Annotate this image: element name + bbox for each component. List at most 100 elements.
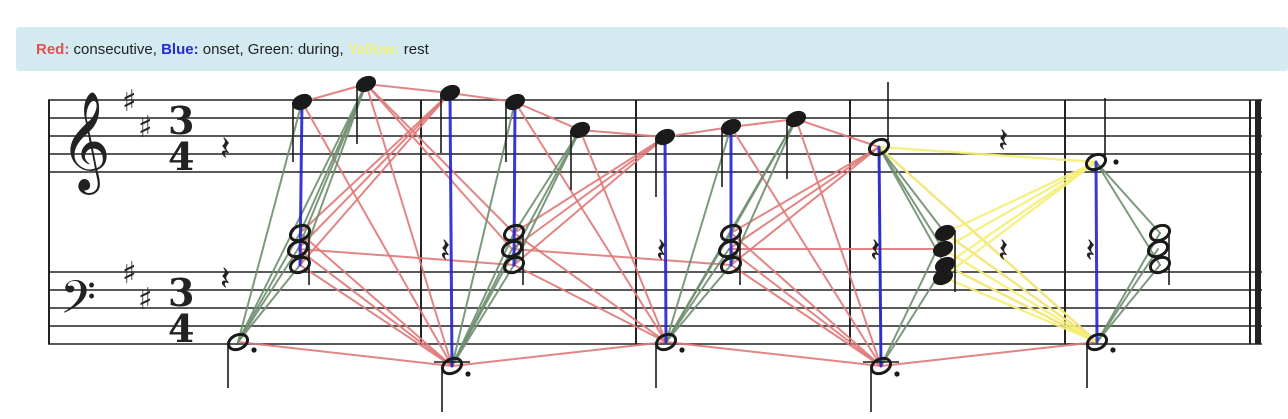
quarter-note-head: [504, 93, 526, 111]
consecutive-edge: [514, 101, 667, 343]
consecutive-edge: [513, 264, 667, 343]
during-edge: [237, 248, 299, 343]
during-edge: [237, 101, 303, 343]
treble-clef-icon: 𝄞: [60, 91, 111, 195]
svg-text:♯: ♯: [138, 110, 153, 145]
during-edge: [730, 118, 797, 266]
consecutive-edge: [880, 341, 1098, 367]
consecutive-edge: [513, 136, 666, 234]
during-edge: [665, 248, 730, 343]
chord-note-head: [717, 239, 741, 259]
rest-edge: [941, 160, 1098, 279]
during-edge: [1096, 248, 1159, 343]
quarter-rest-icon: 𝄽: [656, 231, 666, 271]
consecutive-edge: [730, 118, 797, 128]
consecutive-edge: [514, 101, 581, 131]
during-edge: [1096, 264, 1161, 343]
rest-edge: [941, 160, 1098, 251]
quarter-note-head: [439, 84, 461, 102]
during-edge: [878, 146, 944, 250]
consecutive-edge: [730, 146, 880, 266]
time-sig-top-bass: 3: [168, 270, 194, 315]
during-edge: [878, 146, 946, 266]
consecutive-edge: [365, 83, 513, 250]
consecutive-edge: [795, 118, 882, 367]
chord-note-head: [932, 268, 954, 286]
legend-value-during: during: [297, 40, 340, 58]
rest-edge: [943, 231, 1099, 344]
consecutive-edge: [728, 146, 880, 250]
onset-edge: [512, 100, 517, 267]
chord-note-head: [502, 255, 526, 275]
quarter-rest-icon: 𝄽: [440, 231, 450, 271]
consecutive-edge: [299, 92, 451, 234]
treble-staff: [48, 99, 1262, 173]
consecutive-edge: [451, 341, 667, 367]
legend-value-consecutive: consecutive: [73, 40, 153, 58]
consecutive-edge: [297, 248, 453, 367]
quarter-note-head: [291, 93, 313, 111]
rest-edge: [941, 275, 1099, 344]
augmentation-dot: [1110, 347, 1116, 353]
during-edge: [513, 129, 581, 234]
rests: 𝄽 𝄽 𝄽 𝄽 𝄽 𝄽 𝄽 𝄽: [220, 121, 1095, 299]
quarter-rest-icon: 𝄽: [870, 231, 880, 271]
during-edge: [297, 83, 367, 250]
chord-note-head: [934, 224, 956, 242]
consecutive-edge: [301, 101, 453, 367]
legend-key-rest: Yellow:: [347, 40, 400, 58]
consecutive-edge: [299, 264, 453, 367]
during-edge: [451, 101, 516, 367]
quarter-rest-icon: 𝄽: [220, 129, 230, 169]
bass-key-signature: ♯ ♯: [122, 256, 153, 317]
treble-key-signature: ♯ ♯: [122, 84, 153, 145]
quarter-note-head: [355, 75, 377, 93]
consecutive-edge: [511, 136, 666, 250]
consecutive-edge: [730, 146, 880, 234]
rest-edge: [943, 263, 1099, 344]
consecutive-edge: [297, 92, 451, 250]
chord-note-head: [286, 239, 310, 259]
quarter-rest-icon: 𝄽: [998, 231, 1008, 271]
bass-time-signature: 3 4: [168, 270, 194, 351]
consecutive-edge: [297, 248, 515, 266]
chord-note-head: [1146, 239, 1170, 259]
during-edge: [665, 126, 732, 343]
consecutive-edge: [664, 126, 732, 138]
legend-value-onset: onset: [202, 40, 240, 58]
time-sig-bottom-bass: 4: [168, 306, 194, 351]
rest-edge: [877, 145, 1098, 164]
consecutive-edge: [730, 264, 882, 367]
legend-value-rest: rest: [403, 40, 429, 58]
during-edge: [299, 83, 367, 266]
legend-bar: Red: consecutive , Blue: onset , Green: …: [16, 27, 1288, 71]
during-edge: [451, 264, 515, 367]
rest-edge: [943, 160, 1098, 267]
onset-edge: [1094, 160, 1099, 344]
legend-key-onset: Blue:: [161, 40, 199, 58]
time-sig-top-treble: 3: [168, 98, 194, 143]
during-edge: [878, 146, 946, 234]
quarter-note-head: [720, 118, 742, 136]
quarter-rest-icon: 𝄽: [220, 259, 230, 299]
consecutive-edge: [579, 129, 666, 138]
consecutive-edge: [301, 83, 367, 103]
time-sig-bottom-treble: 4: [168, 134, 194, 179]
quarter-note-head: [654, 128, 676, 146]
chord-note-head: [288, 223, 312, 243]
chord-note-head: [502, 223, 526, 243]
rest-edge: [941, 247, 1099, 344]
during-edge: [665, 264, 732, 343]
chord-note-head: [932, 240, 954, 258]
onset-edge: [448, 91, 454, 368]
onset-edge: [663, 135, 668, 344]
chord-note-head: [500, 239, 524, 259]
during-edge: [451, 248, 513, 367]
notes-layer: [226, 75, 1172, 412]
bass-half-note-head: [226, 332, 250, 352]
consecutive-edge: [795, 118, 880, 148]
consecutive-edge: [513, 136, 666, 266]
consecutive-edge: [511, 248, 732, 266]
bass-clef-icon: 𝄢: [60, 271, 96, 336]
quarter-rest-icon: 𝄽: [1085, 231, 1095, 271]
